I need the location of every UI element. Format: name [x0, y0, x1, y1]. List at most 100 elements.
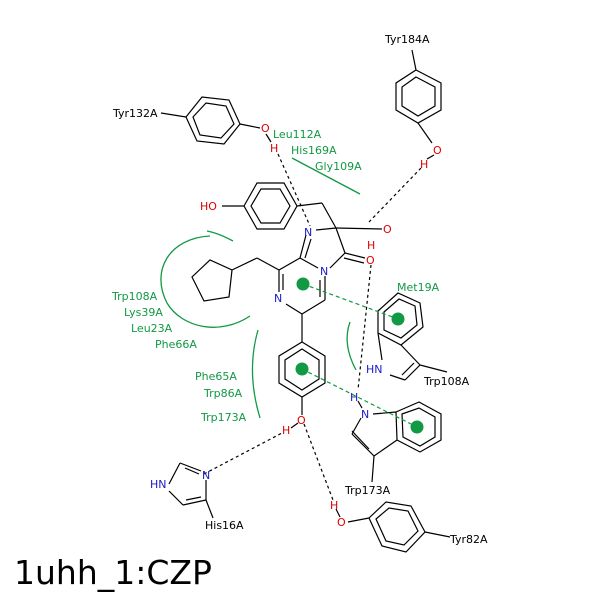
tyr132-o-bond: [239, 123, 261, 129]
pi-stack-phenyl-trp173: [301, 368, 418, 428]
trp108-benzene-inner: [383, 298, 418, 339]
hbond-his16-phenyl-oh: [203, 432, 283, 475]
his16-ring-bond-5: [168, 490, 184, 506]
carbonyl-o-bond-2: [343, 257, 365, 264]
tyr82-residue: [335, 501, 451, 553]
core-bond-c8a-c8: [278, 257, 301, 271]
his16-ring-bond-2b: [184, 467, 200, 475]
atom-h-tyr82: H: [330, 499, 338, 512]
label-trp173-contact: Trp173A: [200, 411, 247, 424]
ligand-phenyl: [278, 314, 326, 429]
his16-stub-bond: [205, 499, 214, 519]
core-bond-n7-c6: [285, 303, 303, 315]
trp173-residue: [351, 400, 442, 483]
atom-h-tyr184: H: [420, 158, 428, 171]
cyclopentyl-ring: [191, 259, 233, 302]
atom-o-hydroxyl: O: [383, 223, 392, 236]
label-leu23: Leu23A: [131, 322, 173, 335]
label-leu112: Leu112A: [273, 128, 322, 141]
tyr82-o-bond: [347, 517, 370, 523]
core-bond-c-carbonyl: [335, 227, 346, 254]
pi-centroid-trp108: [391, 312, 405, 326]
trp108-stub-bond: [419, 364, 448, 373]
hydrophobic-contacts: [160, 157, 361, 419]
label-trp86: Trp86A: [203, 387, 243, 400]
label-trp108-residue: Trp108A: [423, 375, 470, 388]
atom-ho-phenol: HO: [200, 200, 217, 213]
ch2-cyclopentyl-bond: [231, 257, 258, 271]
his16-ring-bond-4: [182, 499, 207, 506]
trp108-pyrrole-bond-1: [377, 332, 383, 361]
core-oh-bond: [335, 227, 383, 230]
tyr132-ring-inner: [192, 102, 235, 139]
pi-centroid-phenyl: [295, 362, 309, 376]
phenyl-oh-bond: [290, 422, 299, 429]
label-phe66: Phe66A: [155, 338, 197, 351]
label-tyr184: Tyr184A: [384, 33, 430, 46]
label-phe65: Phe65A: [195, 370, 237, 383]
ligand-core: [191, 227, 383, 315]
tyr184-residue: [395, 49, 442, 160]
core-bond-c8-ch2: [256, 257, 280, 271]
atom-n-ring1: N: [304, 226, 312, 239]
core-bond-c8a-n2: [299, 257, 319, 269]
trp108-pyrrole-bond-3b: [401, 362, 415, 376]
trp173-pyrrole-bond-2: [373, 439, 398, 457]
carbonyl-o-bond: [344, 252, 366, 259]
hbond-carbonyl-trp173: [357, 264, 372, 391]
atom-hn-his16: HN: [150, 478, 167, 491]
arc-his169-gly109: [291, 157, 361, 195]
atom-hn-trp108: HN: [366, 363, 383, 376]
atom-n-trp173: N: [361, 408, 369, 421]
atom-o-phenyl: O: [297, 414, 306, 427]
label-his169: His169A: [291, 144, 337, 157]
his16-ring-bond-1: [168, 462, 181, 485]
pi-stacking: [295, 277, 424, 434]
hbond-tyr132-n1: [277, 153, 311, 227]
arc-met19: [346, 321, 357, 371]
core-bond-n1-c8a-double: [304, 238, 312, 259]
atom-o-tyr132: O: [261, 122, 270, 135]
arc-phe65-cluster: [251, 329, 261, 419]
trp173-pyrrole-bond-1: [372, 411, 397, 415]
diagram-title: 1uhh_1:CZP: [14, 553, 212, 592]
atom-labels: O H O H HO N O H N O N HN H N O H HN N H…: [150, 122, 442, 529]
atom-n-ring2: N: [320, 265, 328, 278]
atom-h-hydroxyl: H: [367, 239, 375, 252]
trp108-residue: [377, 292, 448, 381]
tyr184-stub-bond: [411, 49, 417, 71]
trp173-pyrrole-bond-4: [351, 417, 362, 435]
tyr184-ring-inner: [401, 76, 436, 117]
atom-o-tyr82: O: [337, 516, 346, 529]
phenol-ring: [243, 182, 298, 230]
tyr82-oh-bond: [335, 508, 341, 518]
core-bond-carbonyl-n2: [329, 252, 346, 269]
hbond-tyr184-oh: [368, 167, 422, 223]
residue-labels: Tyr184A Tyr132A Leu112A His169A Gly109A …: [111, 33, 488, 546]
atom-n-his16: N: [202, 469, 210, 482]
atom-h-trp173: H: [350, 391, 358, 404]
pi-centroid-core: [296, 277, 310, 291]
ligand-phenol: [222, 182, 337, 230]
ch2-c-bond: [321, 202, 337, 229]
core-bond-c6-c5: [301, 299, 326, 315]
trp173-benzene-inner: [401, 407, 436, 447]
label-trp108-contact: Trp108A: [111, 290, 158, 303]
tyr184-o-bond: [417, 122, 433, 144]
phenyl-ring-inner: [284, 348, 320, 391]
his16-ring-bond-4b: [185, 496, 202, 501]
trp108-pyrrole-bond-3: [404, 364, 421, 381]
trp173-pyrrole-bond-3b: [351, 430, 370, 450]
atom-o-tyr184: O: [433, 144, 442, 157]
trp108-pyrrole-bond-4: [389, 374, 406, 381]
tyr132-stub-bond: [160, 112, 187, 118]
atom-h-tyr132: H: [270, 142, 278, 155]
core-bond-n1-c8a: [299, 234, 307, 259]
label-met19: Met19A: [397, 281, 440, 294]
label-trp173-residue: Trp173A: [344, 484, 391, 497]
hbond-phenyl-o-tyr82: [303, 423, 334, 501]
core-bond-c-n1: [315, 227, 337, 231]
tyr184-oh-bond: [426, 154, 435, 160]
arc-top-left: [206, 230, 234, 242]
